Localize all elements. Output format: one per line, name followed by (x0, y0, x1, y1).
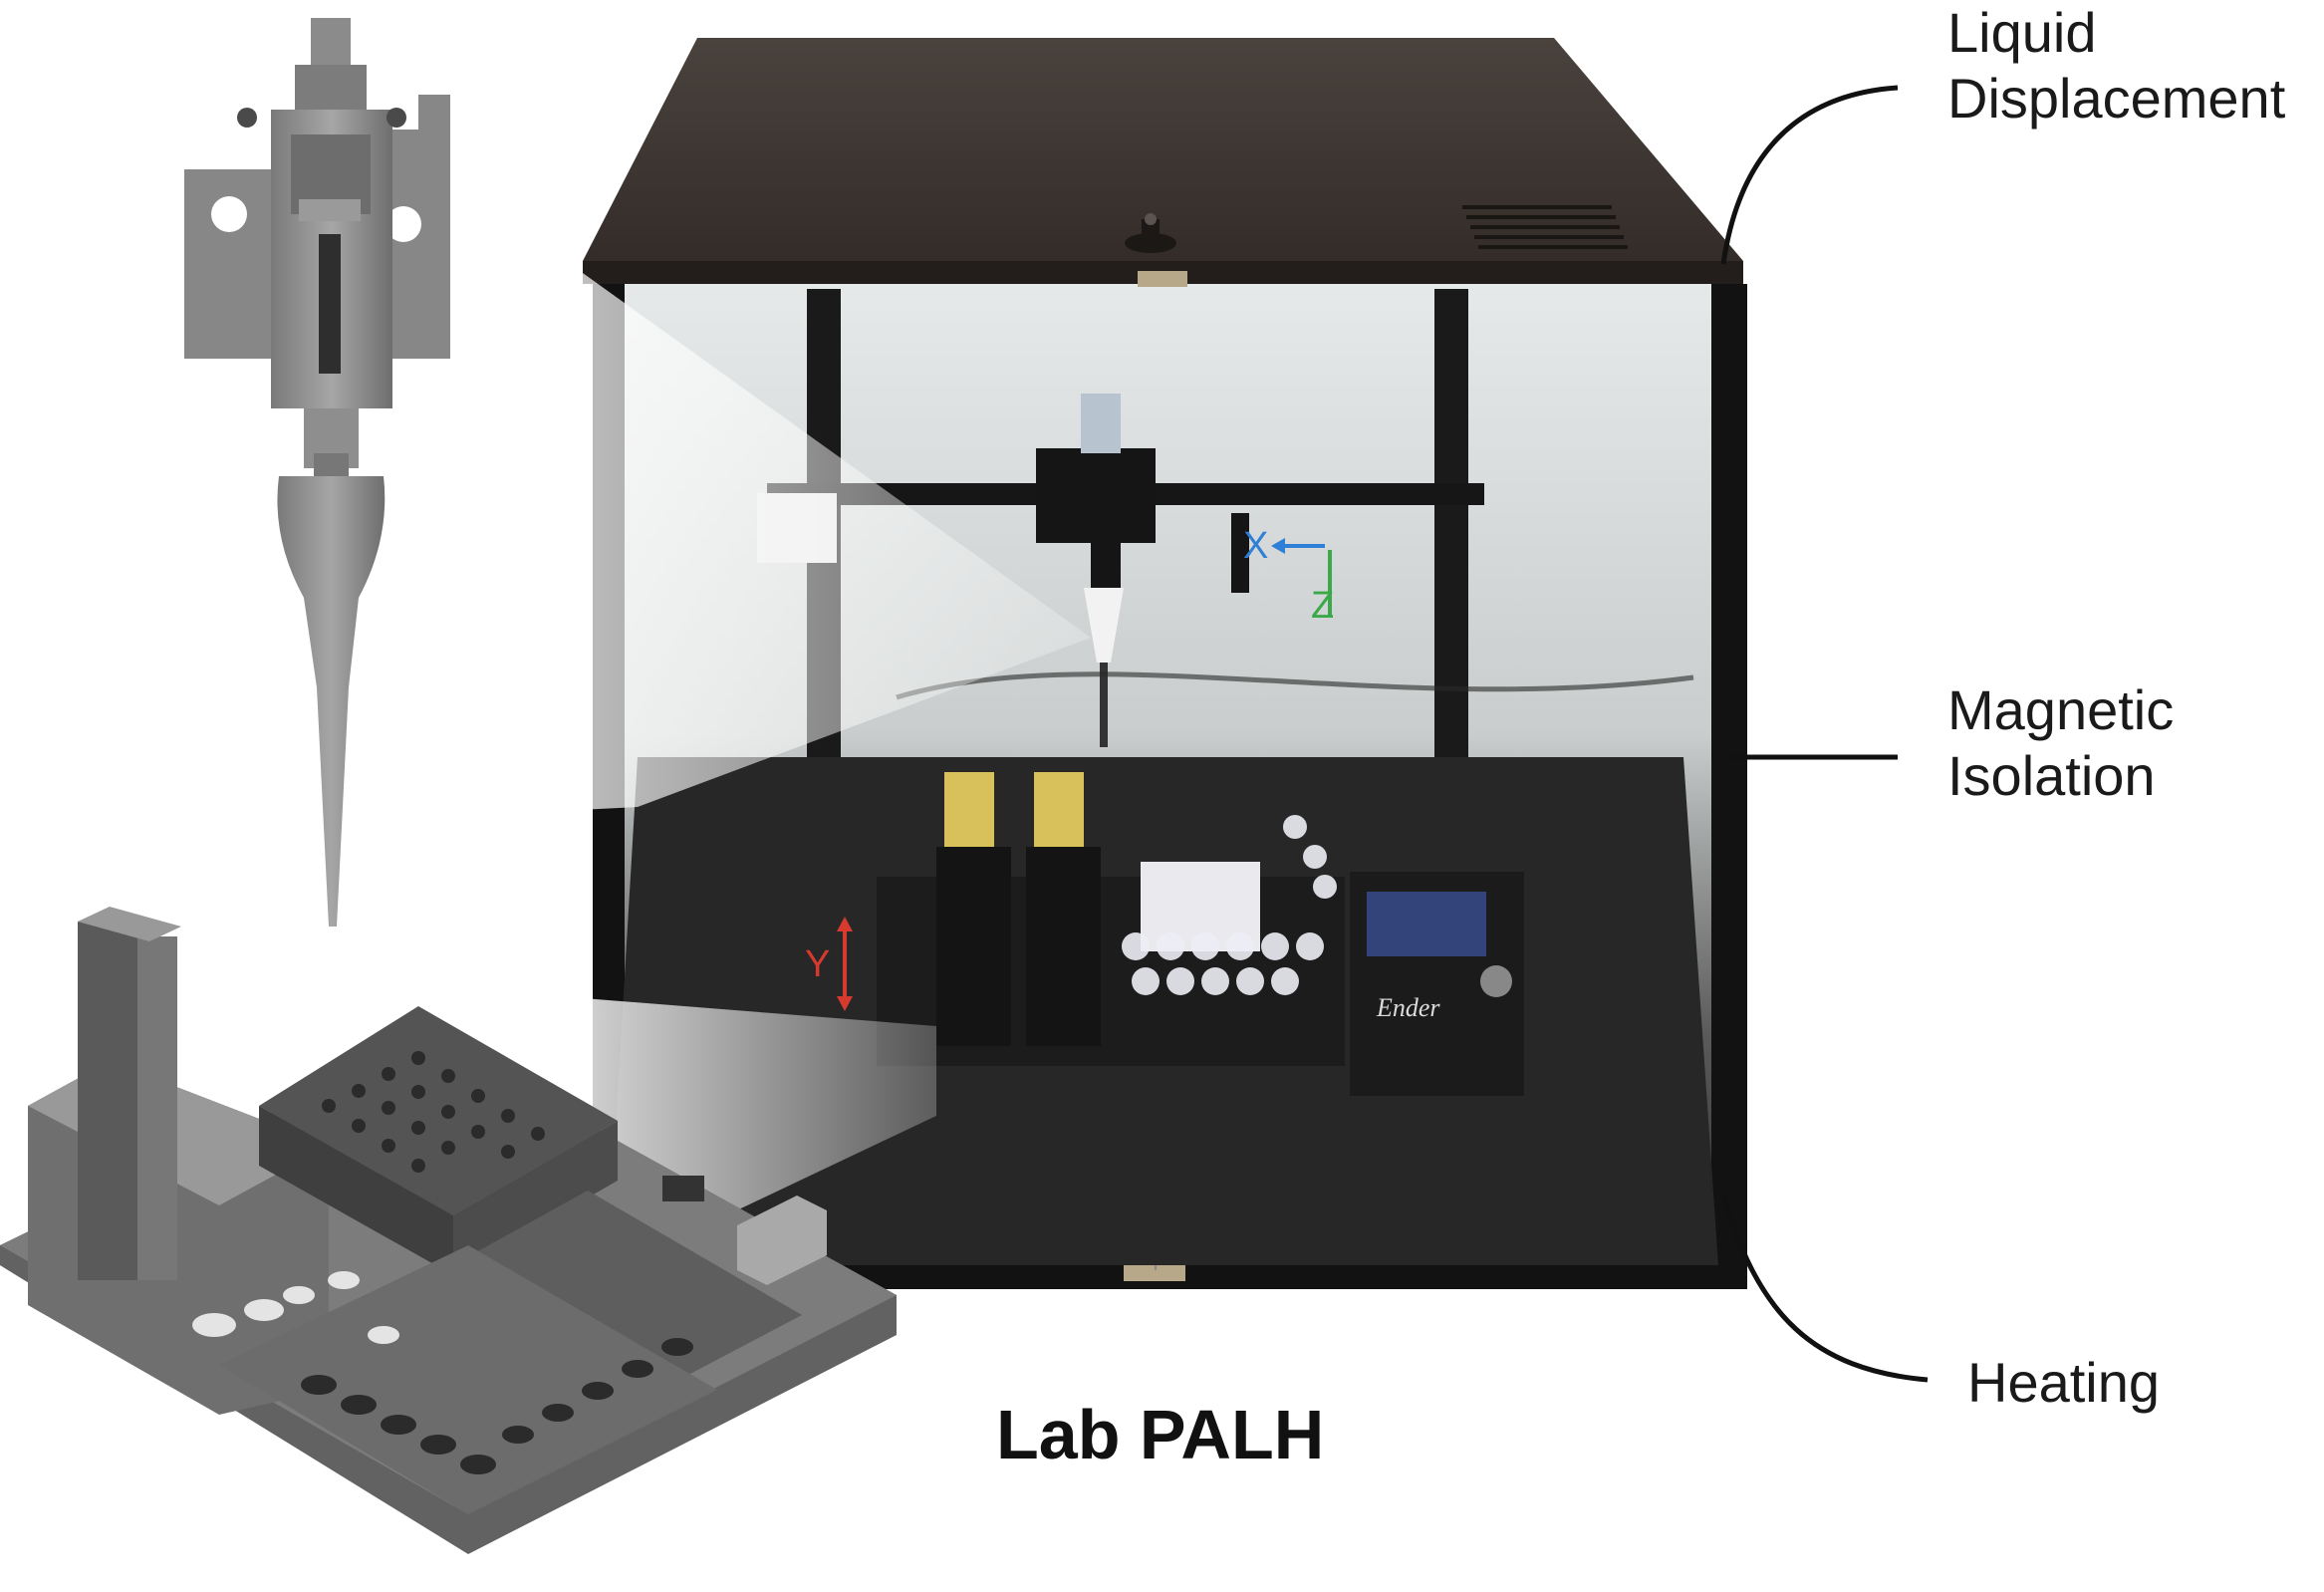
deck-wells (301, 1338, 693, 1474)
callout-liquid-displacement: Liquid Displacement (1947, 1, 2286, 130)
x-axis-label: X (1243, 525, 1268, 567)
callout-magnetic-isolation: Magnetic Isolation (1947, 678, 2175, 807)
cad-deck-model (0, 907, 897, 1554)
pipette-tip-photo (1084, 588, 1124, 663)
top-hinge (1138, 271, 1187, 287)
diagram-title: Lab PALH (996, 1396, 1325, 1473)
z-axis-label: Z (1311, 585, 1334, 627)
right-corner-post (1711, 284, 1747, 1285)
callout-heating: Heating (1967, 1351, 2161, 1414)
print-head (1036, 448, 1156, 543)
printer-brand: Ender (1376, 993, 1440, 1022)
heater-block-left (944, 772, 994, 852)
deck-magnet-block (737, 1195, 827, 1285)
cad-pipette-model (184, 18, 450, 927)
lid-knob (1125, 213, 1176, 253)
enclosure-top-lid (583, 38, 1743, 261)
deck-tubes (192, 1271, 399, 1344)
deck-tower (78, 922, 137, 1280)
bottom-hinge (1124, 1265, 1185, 1281)
z-probe (1231, 513, 1249, 593)
lcd-screen (1367, 892, 1486, 956)
tube-rack-photo (1122, 815, 1337, 995)
liquid-displacement-bracket (1720, 85, 1899, 265)
deck-tube-rack (398, 1191, 802, 1415)
tip-rack-holes (322, 1051, 545, 1173)
pipette-zoom-beam (438, 169, 1091, 817)
deck-tip-rack (259, 1006, 618, 1215)
control-knob (1480, 965, 1512, 997)
vent-grille (1462, 205, 1628, 249)
y-axis-label: Y (805, 943, 830, 985)
axis-indicators: X Z Y (805, 525, 1334, 1011)
heating-bracket (1720, 1194, 1929, 1383)
pipette-tip-cad (277, 476, 386, 927)
heater-block-right (1034, 772, 1084, 852)
